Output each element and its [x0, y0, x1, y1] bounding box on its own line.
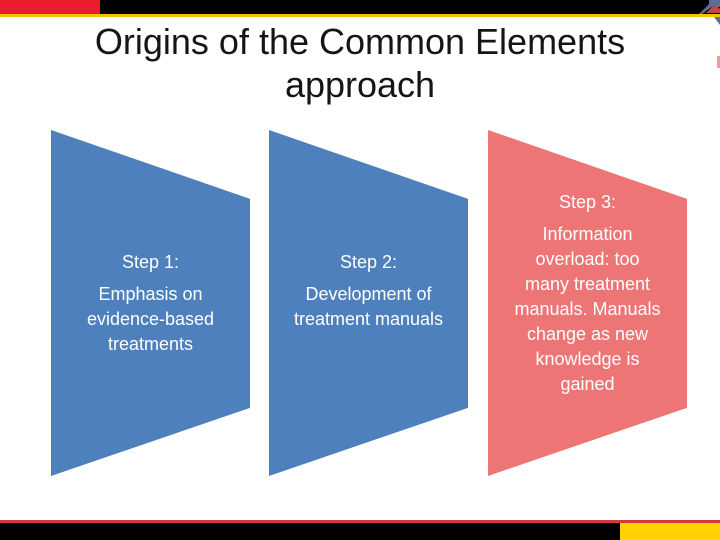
step-2-heading: Step 2:	[339, 252, 398, 272]
step-3-shape: Step 3: Information overload: too many t…	[488, 130, 687, 476]
step-3-text: Step 3: Information overload: too many t…	[513, 190, 663, 397]
step-2-text: Step 2: Development of treatment manuals	[288, 250, 450, 332]
step-1-heading: Step 1:	[121, 251, 180, 272]
step-1-body: Emphasis on evidence-based treatments	[86, 283, 215, 354]
top-banner-black-segment	[100, 0, 720, 14]
step-2-shape: Step 2: Development of treatment manuals	[269, 130, 468, 476]
slide-title: Origins of the Common Elements approach	[0, 20, 720, 106]
edge-sliver-decoration	[717, 56, 720, 68]
step-1-text: Step 1: Emphasis on evidence-based treat…	[70, 250, 232, 357]
corner-arrow-icon	[699, 0, 720, 25]
bottom-banner-black-segment	[0, 523, 620, 540]
step-3-body: Information overload: too many treatment…	[514, 223, 661, 394]
step-2-body: Development of treatment manuals	[293, 284, 444, 329]
step-3-heading: Step 3:	[558, 191, 617, 212]
slide-title-line2: approach	[284, 64, 436, 105]
top-banner-red-segment	[0, 0, 100, 14]
top-gold-divider	[0, 14, 720, 17]
bottom-red-divider	[0, 520, 720, 523]
step-1-shape: Step 1: Emphasis on evidence-based treat…	[51, 130, 250, 476]
bottom-banner-yellow-segment	[620, 523, 720, 540]
slide-title-line1: Origins of the Common Elements	[94, 21, 626, 62]
